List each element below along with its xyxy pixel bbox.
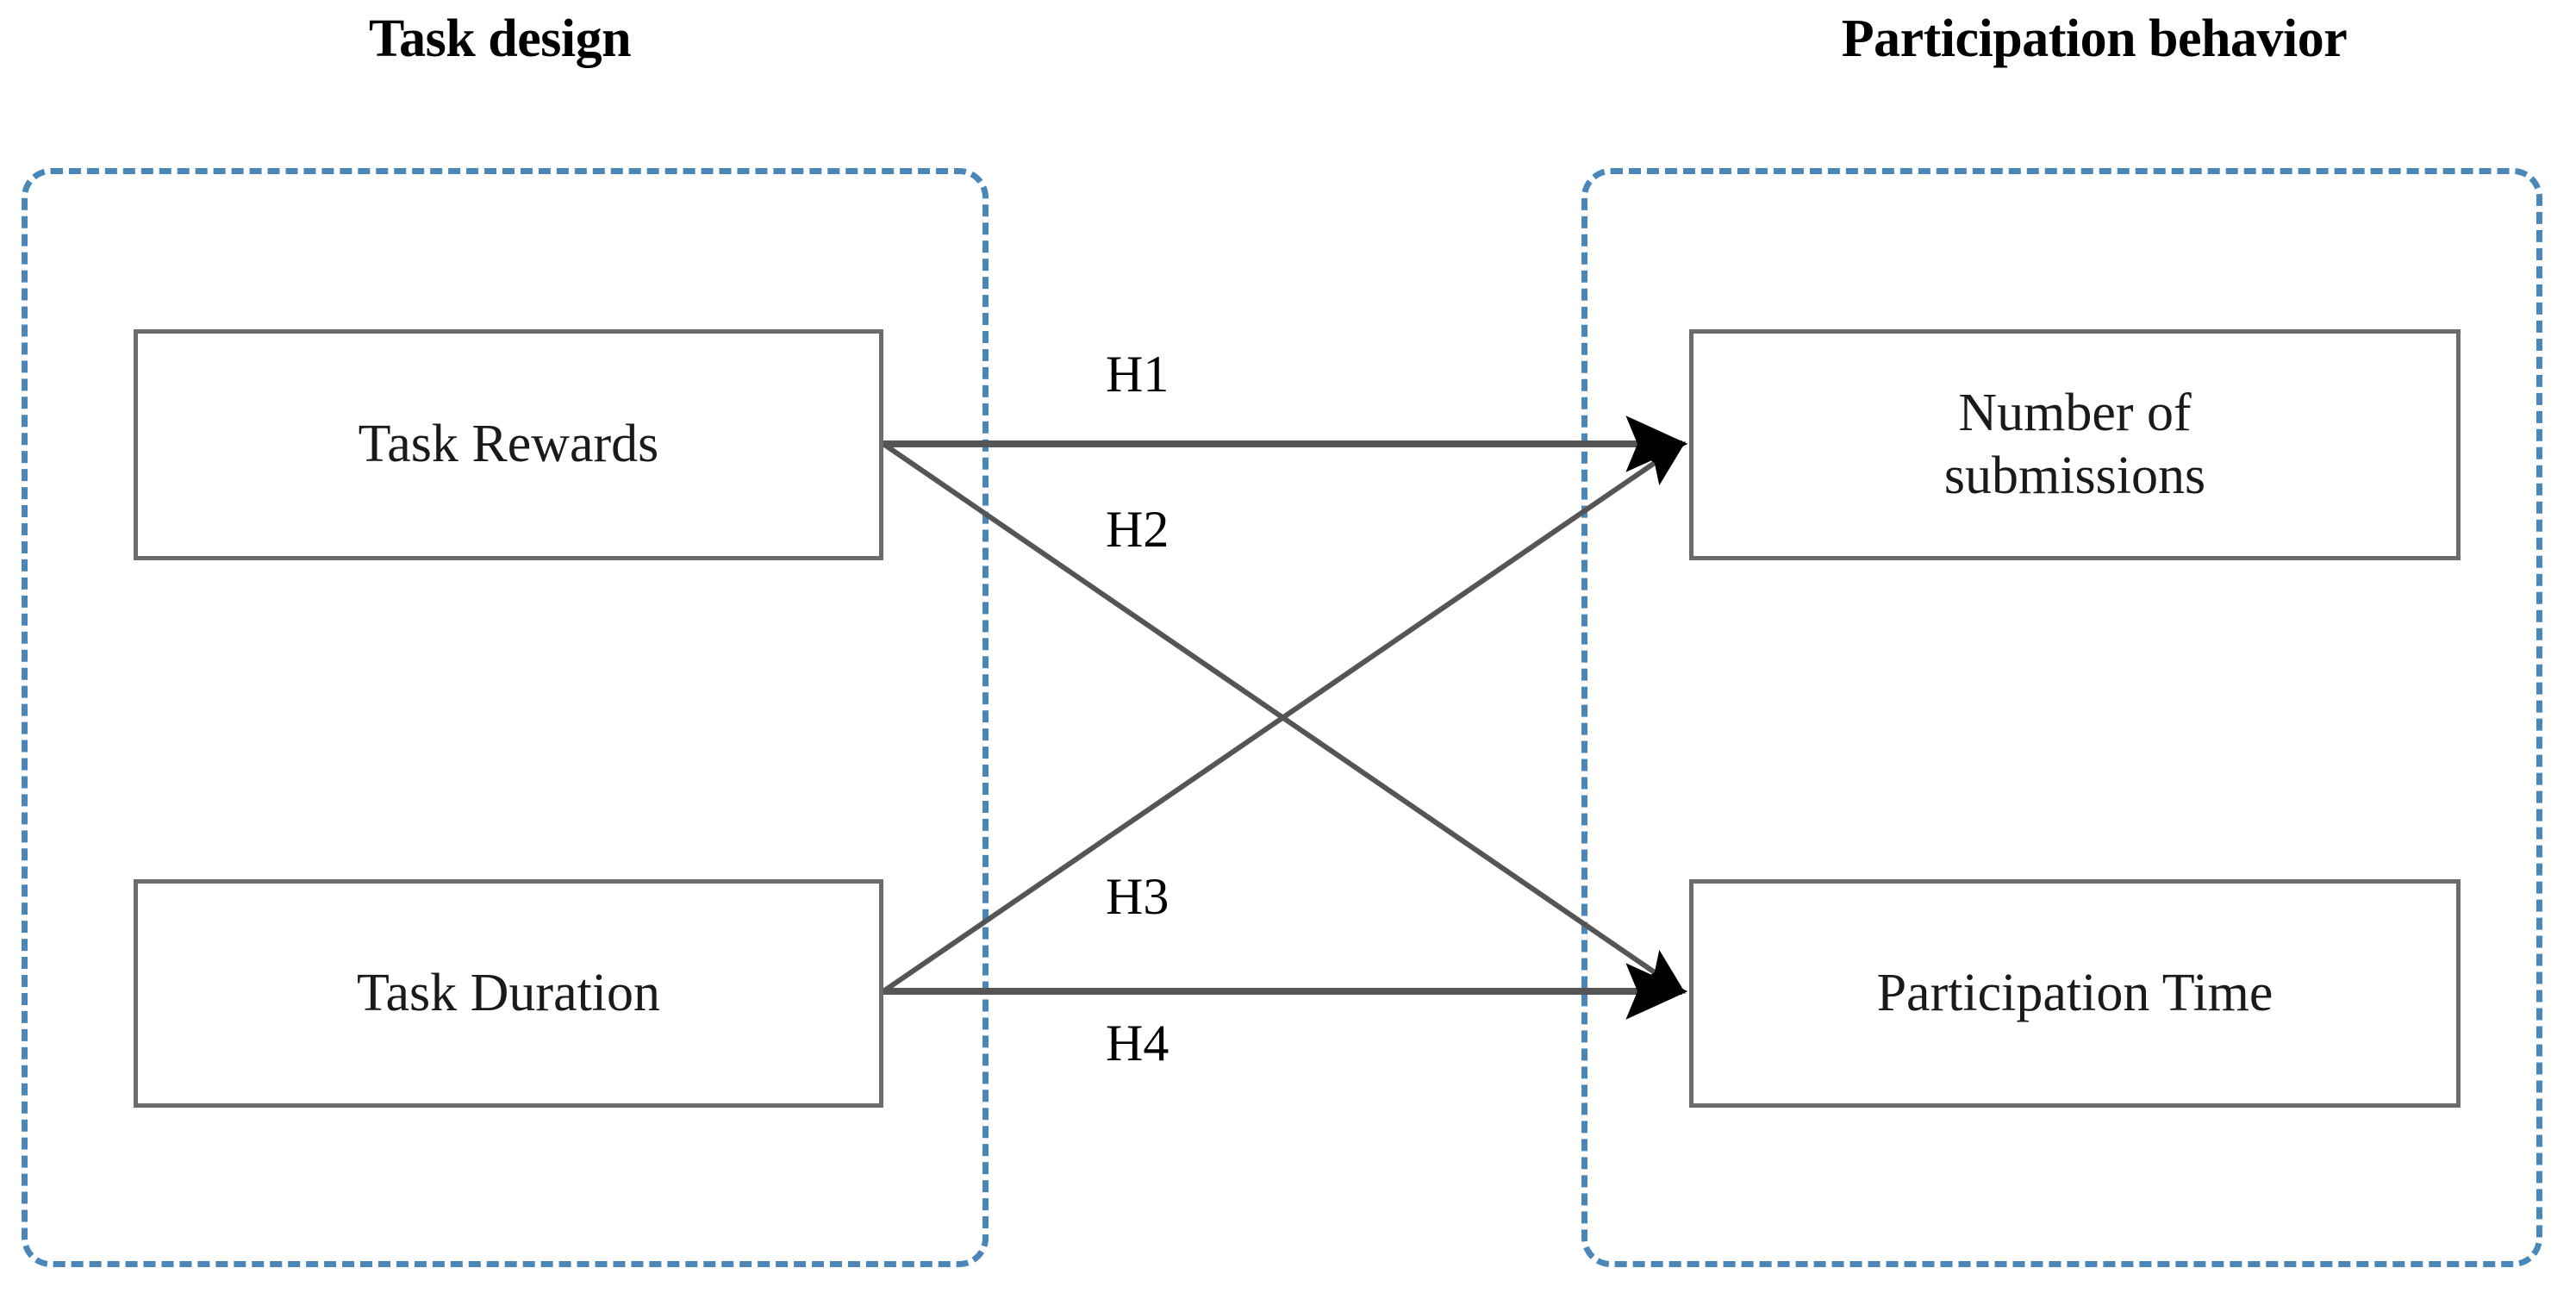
group-title-task-design: Task design xyxy=(368,9,632,68)
node-label-participation-time: Participation Time xyxy=(1876,963,2273,1022)
arrow-h3 xyxy=(882,441,1686,994)
node-label-task-rewards: Task Rewards xyxy=(358,415,659,474)
hypothesis-label-h2: H2 xyxy=(1106,501,1169,558)
arrow-h2 xyxy=(882,441,1686,994)
group-title-participation-behavior: Participation behavior xyxy=(1841,9,2348,68)
hypothesis-label-h4: H4 xyxy=(1106,1015,1169,1071)
hypothesis-label-h3: H3 xyxy=(1106,868,1169,925)
node-label-number-of-submissions: Number of submissions xyxy=(1943,383,2206,505)
node-participation-time[interactable]: Participation Time xyxy=(1689,879,2461,1108)
node-task-duration[interactable]: Task Duration xyxy=(134,879,883,1108)
node-label-task-duration: Task Duration xyxy=(356,963,661,1022)
hypothesis-label-h1: H1 xyxy=(1106,346,1169,403)
node-task-rewards[interactable]: Task Rewards xyxy=(134,329,883,560)
node-number-of-submissions[interactable]: Number of submissions xyxy=(1689,329,2461,560)
